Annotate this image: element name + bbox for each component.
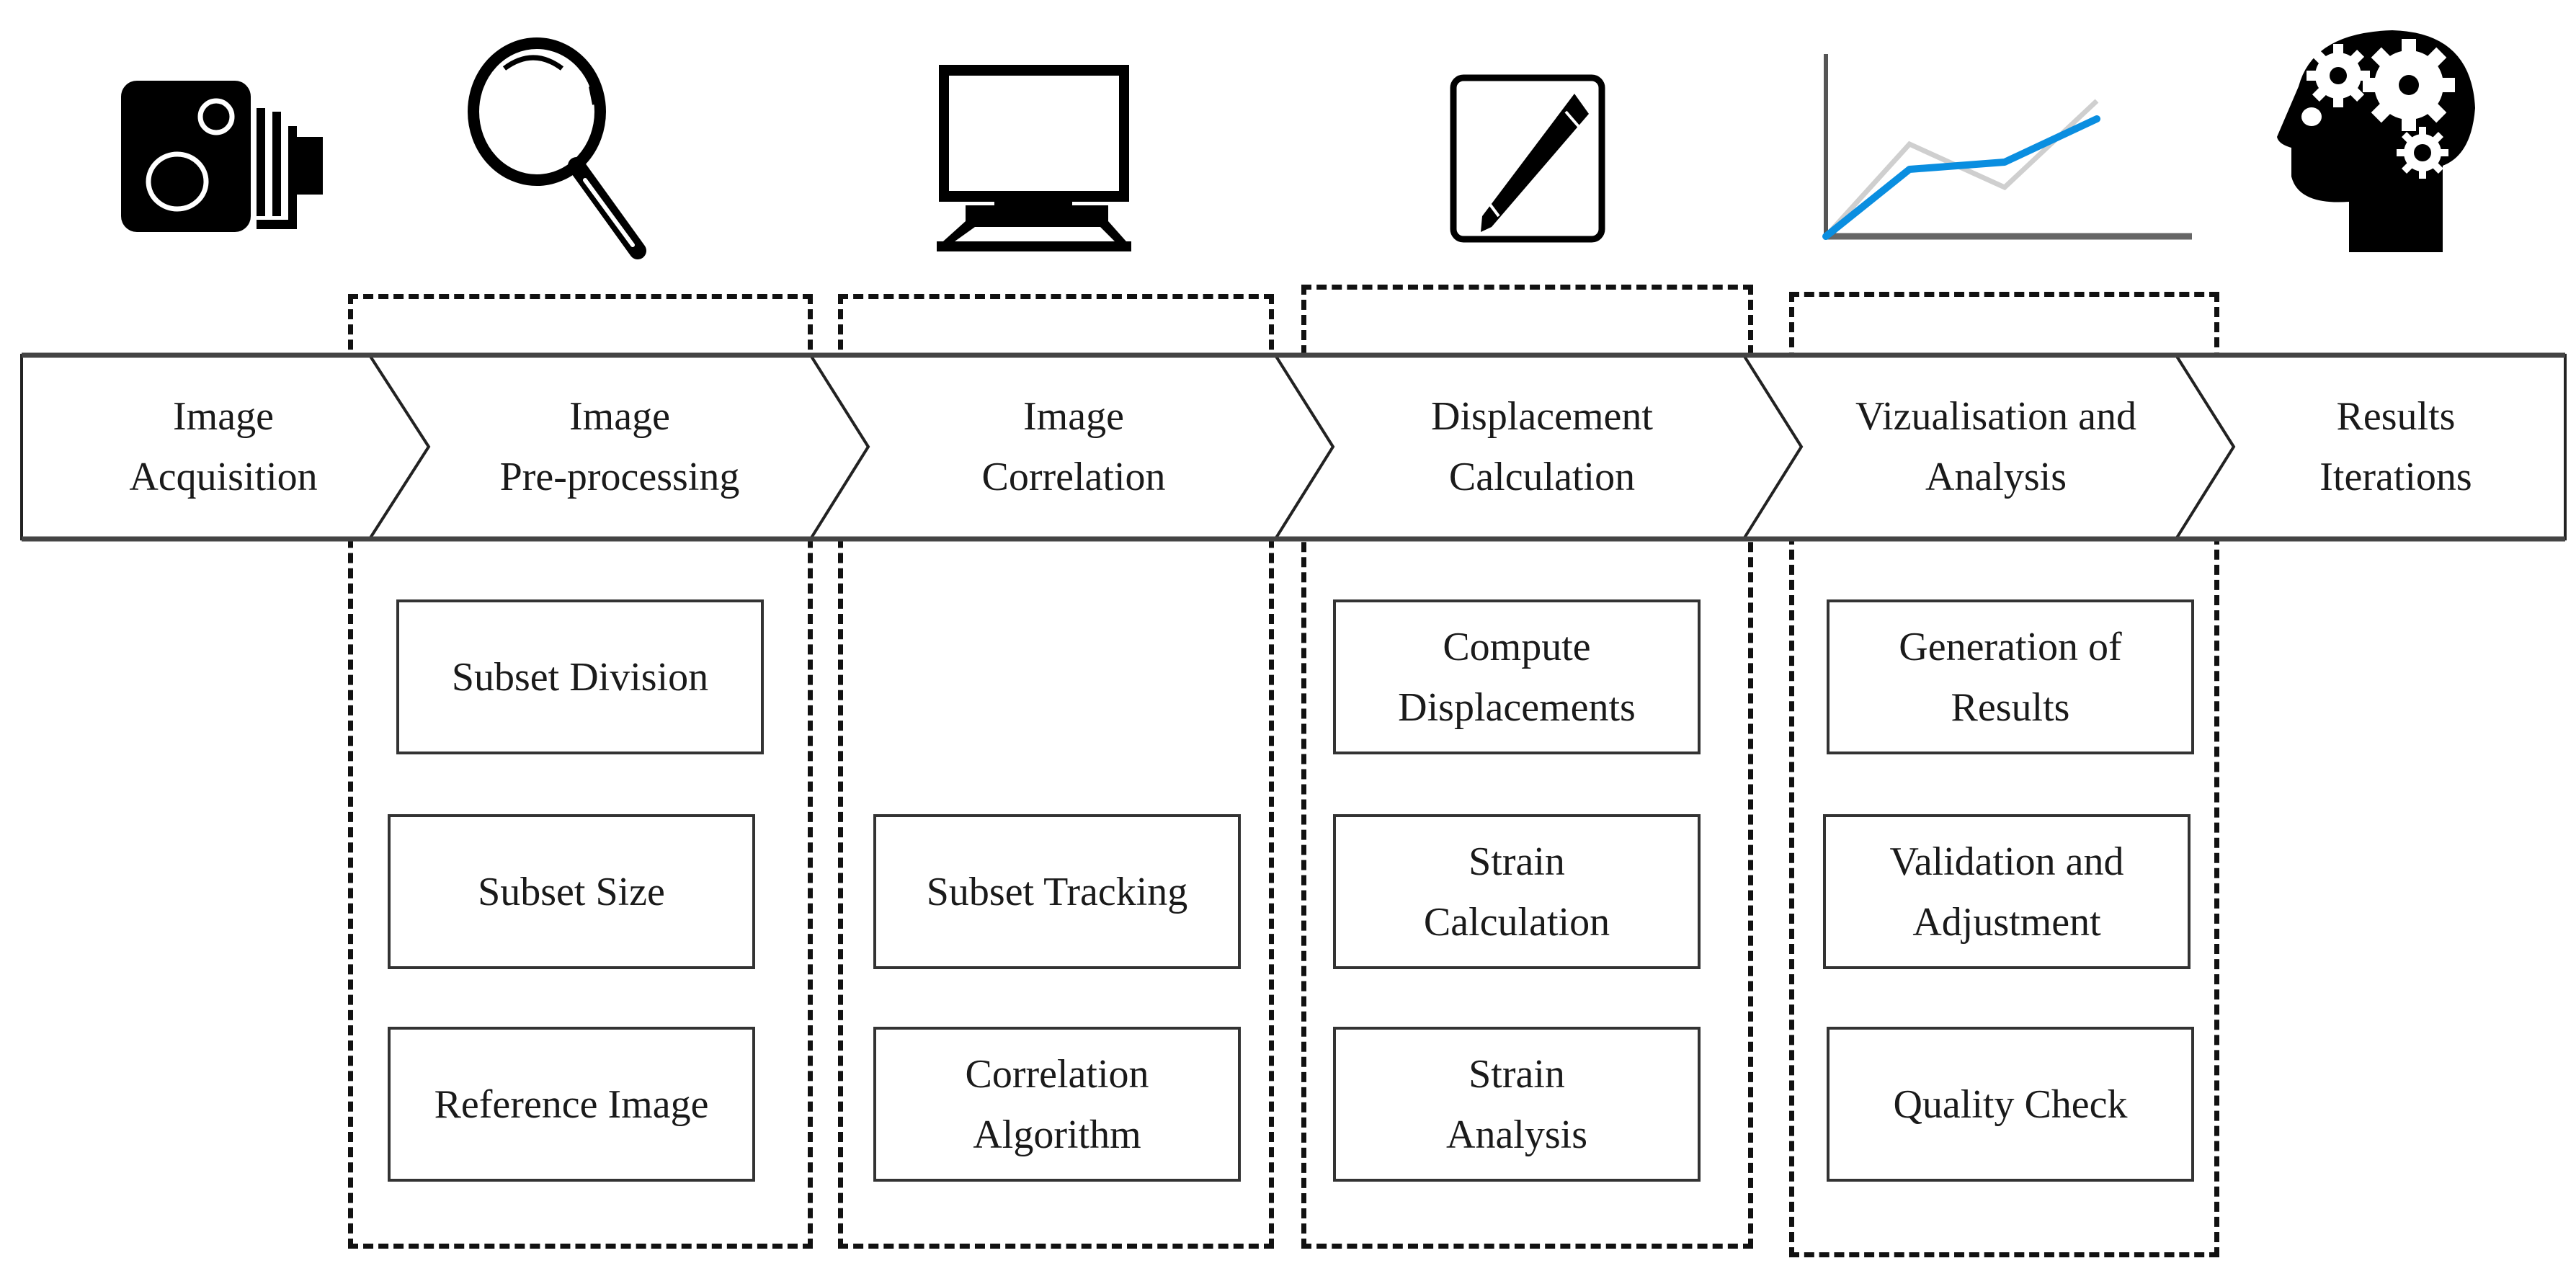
stage-label-line: Acquisition	[129, 455, 318, 499]
stage-label-correlation: Image Correlation	[872, 375, 1275, 519]
group-preprocessing	[348, 294, 813, 1249]
stage-label-line: Analysis	[1925, 455, 2067, 499]
step-label: Algorithm	[973, 1112, 1141, 1157]
step-reference-image: Reference Image	[388, 1027, 755, 1182]
stage-label-line: Calculation	[1448, 455, 1636, 499]
stage-label-line: Correlation	[981, 455, 1166, 499]
stage-label-line: Pre-processing	[499, 455, 740, 499]
stage-label-acquisition: Image Acquisition	[43, 375, 404, 519]
magnifier-icon	[461, 36, 685, 259]
step-correlation-algorithm: Correlation Algorithm	[873, 1027, 1241, 1182]
step-subset-tracking: Subset Tracking	[873, 814, 1241, 969]
step-compute-displacements: Compute Displacements	[1333, 599, 1701, 754]
step-label: Adjustment	[1912, 899, 2101, 945]
group-visualisation	[1789, 292, 2219, 1257]
step-label: Subset Tracking	[926, 869, 1188, 914]
computer-monitor-icon	[933, 61, 1142, 256]
group-correlation	[838, 294, 1274, 1249]
pencil-note-icon	[1445, 72, 1610, 245]
step-label: Generation of	[1899, 624, 2122, 669]
group-displacement	[1301, 285, 1753, 1249]
stage-label-line: Vizualisation and	[1855, 394, 2137, 439]
step-strain-calculation: Strain Calculation	[1333, 814, 1701, 969]
head-gears-icon	[2270, 29, 2486, 259]
step-generation-of-results: Generation of Results	[1827, 599, 2194, 754]
step-quality-check: Quality Check	[1827, 1027, 2194, 1182]
stage-label-line: Results	[2336, 394, 2456, 439]
step-label: Displacements	[1398, 684, 1636, 730]
step-label: Analysis	[1446, 1112, 1587, 1157]
step-label: Subset Size	[478, 869, 665, 914]
step-strain-analysis: Strain Analysis	[1333, 1027, 1701, 1182]
line-chart-icon	[1816, 43, 2198, 252]
step-validation-adjustment: Validation and Adjustment	[1823, 814, 2191, 969]
step-label: Correlation	[965, 1051, 1149, 1097]
stage-label-line: Image	[569, 394, 670, 439]
step-label: Subset Division	[451, 654, 709, 700]
camera-icon	[115, 72, 346, 238]
stage-label-visualisation: Vizualisation and Analysis	[1794, 375, 2198, 519]
step-label: Calculation	[1423, 899, 1610, 945]
stage-label-line: Image	[173, 394, 274, 439]
stage-label-results: Results Iterations	[2234, 375, 2558, 519]
step-label: Reference Image	[434, 1082, 709, 1127]
step-label: Validation and	[1889, 839, 2124, 884]
step-subset-size: Subset Size	[388, 814, 755, 969]
step-label: Strain	[1469, 839, 1565, 884]
step-label: Compute	[1443, 624, 1591, 669]
step-subset-division: Subset Division	[396, 599, 764, 754]
stage-label-line: Iterations	[2319, 455, 2472, 499]
stage-label-preprocessing: Image Pre-processing	[432, 375, 807, 519]
stage-label-line: Displacement	[1431, 394, 1653, 439]
stage-label-displacement: Displacement Calculation	[1340, 375, 1744, 519]
stage-label-line: Image	[1023, 394, 1124, 439]
step-label: Quality Check	[1893, 1082, 2128, 1127]
step-label: Strain	[1469, 1051, 1565, 1097]
step-label: Results	[1951, 684, 2070, 730]
